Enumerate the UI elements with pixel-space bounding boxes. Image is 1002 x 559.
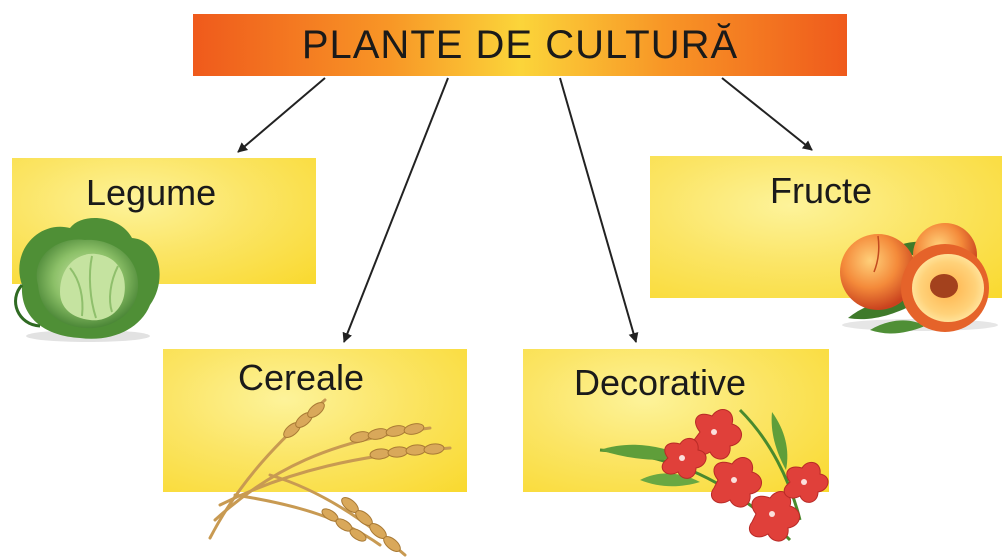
category-label-decorative: Decorative bbox=[574, 362, 747, 403]
wheat-icon bbox=[208, 398, 452, 557]
gladiolus-icon bbox=[599, 408, 829, 542]
arrow-to-decorative bbox=[559, 77, 639, 343]
diagram-title: PLANTE DE CULTURĂ bbox=[301, 22, 739, 67]
arrow-to-cereale bbox=[342, 77, 449, 343]
title-box: PLANTE DE CULTURĂ bbox=[193, 14, 847, 76]
peach-icon bbox=[840, 223, 998, 334]
category-label-legume: Legume bbox=[86, 172, 217, 213]
arrow-to-fructe bbox=[721, 77, 813, 151]
category-label-fructe: Fructe bbox=[770, 170, 873, 211]
category-label-cereale: Cereale bbox=[238, 357, 365, 398]
arrow-to-legume bbox=[237, 77, 326, 153]
cabbage-icon bbox=[14, 217, 160, 342]
